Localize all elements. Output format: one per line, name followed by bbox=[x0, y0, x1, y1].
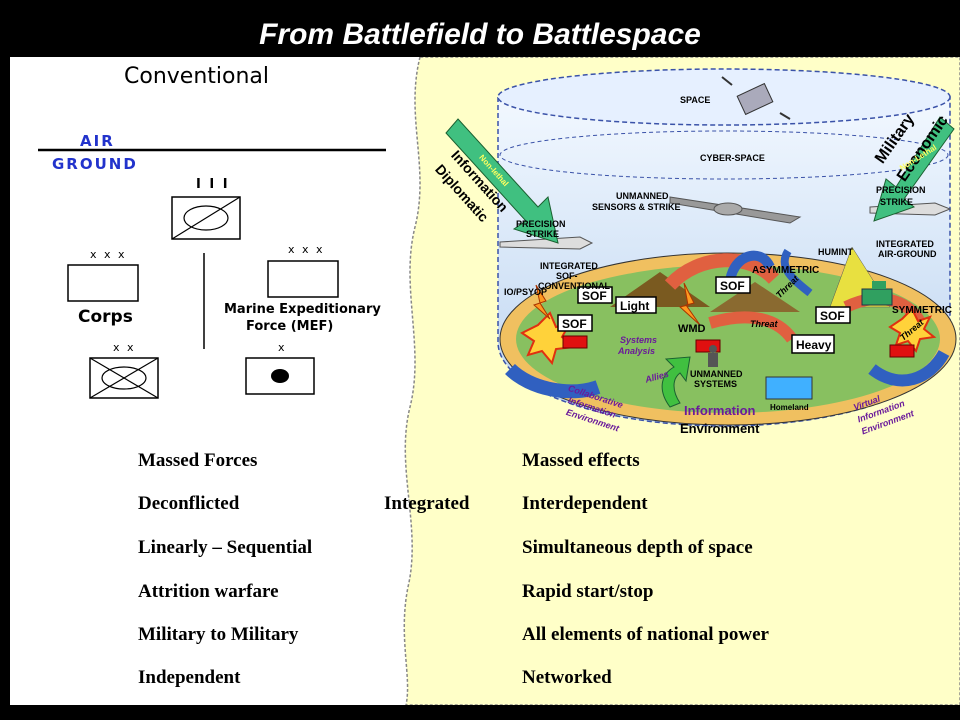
explosion-icon bbox=[520, 311, 577, 366]
cyber-layer bbox=[499, 130, 949, 180]
unmanned-label-2: SENSORS & STRIKE bbox=[592, 202, 681, 212]
sof-label: SOF bbox=[562, 317, 587, 331]
integrated-sof-label-3: CONVENTIONAL bbox=[538, 281, 610, 291]
corps-unit-symbol bbox=[67, 264, 139, 302]
unmanned-systems-label-2: SYSTEMS bbox=[694, 379, 738, 389]
blue-arrow-center bbox=[780, 248, 813, 297]
left-item: Deconflicted bbox=[138, 493, 240, 514]
red-unit bbox=[889, 344, 915, 358]
fire-arrow bbox=[664, 253, 780, 291]
uav-icon bbox=[669, 196, 802, 224]
right-item: Rapid start/stop bbox=[522, 581, 654, 602]
ground-label: GROUND bbox=[52, 155, 138, 173]
sof-box bbox=[557, 314, 593, 332]
homeland-label: Homeland bbox=[770, 403, 809, 412]
left-item: Linearly – Sequential bbox=[138, 537, 313, 558]
left-item: Attrition warfare bbox=[138, 581, 279, 602]
integrated-sof-label-1: INTEGRATED bbox=[540, 261, 598, 271]
tank-icon bbox=[861, 281, 893, 306]
battlespace-cylinder bbox=[445, 68, 957, 427]
mountain bbox=[710, 282, 800, 312]
integrated-sof-label-2: SOF- bbox=[556, 271, 578, 281]
explosion-icon bbox=[888, 307, 937, 354]
sof-box bbox=[577, 286, 613, 304]
sof-label: SOF bbox=[720, 279, 745, 293]
sof-box bbox=[815, 306, 851, 324]
echelon-brigade: x bbox=[278, 341, 287, 354]
space-label: SPACE bbox=[680, 95, 711, 105]
echelon-mef: x x x bbox=[288, 243, 325, 256]
allies-arrow bbox=[661, 356, 691, 408]
mef-label-line2: Force (MEF) bbox=[246, 319, 334, 334]
army-unit-symbol bbox=[171, 196, 241, 240]
left-item: Military to Military bbox=[138, 624, 299, 645]
homeland-box bbox=[765, 376, 813, 400]
left-item: Massed Forces bbox=[138, 450, 258, 471]
systems-label-1: Systems bbox=[620, 335, 658, 345]
division-unit-symbol bbox=[89, 357, 159, 399]
unmanned-label-1: UNMANNED bbox=[616, 191, 669, 201]
blue-arrow-right bbox=[868, 349, 950, 387]
precision-strike-left-2: STRIKE bbox=[526, 229, 560, 239]
middle-label: Integrated bbox=[384, 493, 470, 514]
satellite-icon bbox=[721, 76, 791, 120]
precision-strike-right-2: STRIKE bbox=[880, 197, 914, 207]
information-arrow bbox=[445, 118, 559, 244]
precision-strike-left-1: PRECISION bbox=[516, 219, 566, 229]
blue-arrow-left bbox=[505, 363, 601, 399]
slide-title: From Battlefield to Battlespace bbox=[259, 18, 701, 51]
robot-icon bbox=[708, 345, 718, 367]
right-item: Interdependent bbox=[522, 493, 648, 514]
right-item: Networked bbox=[522, 667, 612, 688]
echelon-top: I I I bbox=[196, 177, 230, 192]
info-env-label-2: Environment bbox=[680, 421, 760, 436]
conventional-heading: Conventional bbox=[124, 64, 269, 89]
right-item: All elements of national power bbox=[522, 624, 769, 645]
mef-unit-symbol bbox=[267, 260, 339, 298]
mef-label-line1: Marine Expeditionary bbox=[224, 302, 381, 317]
sof-label: SOF bbox=[820, 309, 845, 323]
wmd-label: WMD bbox=[678, 323, 706, 335]
light-label: Light bbox=[620, 299, 650, 313]
heavy-box bbox=[791, 334, 835, 354]
red-unit bbox=[562, 335, 588, 349]
military-arrow bbox=[873, 116, 955, 222]
light-box bbox=[615, 296, 657, 314]
jet-icon-left bbox=[499, 236, 594, 250]
asymmetric-label: ASYMMETRIC bbox=[752, 265, 820, 276]
right-item: Simultaneous depth of space bbox=[522, 537, 753, 558]
cyberspace-label: CYBER-SPACE bbox=[700, 153, 765, 163]
unmanned-systems-label-1: UNMANNED bbox=[690, 369, 743, 379]
corps-label: Corps bbox=[78, 307, 133, 327]
integrated-ag-label-2: AIR-GROUND bbox=[878, 249, 937, 259]
lightning-icon bbox=[678, 282, 701, 326]
air-label: AIR bbox=[80, 132, 115, 150]
sof-label: SOF bbox=[582, 289, 607, 303]
sof-box bbox=[715, 276, 751, 294]
content-area: Conventional AIR GROUND bbox=[10, 57, 960, 705]
symmetric-label: SYMMETRIC bbox=[892, 305, 952, 316]
threat-label: Threat bbox=[750, 319, 778, 329]
info-env-label-1: Information bbox=[684, 403, 756, 418]
threat-arrow-center bbox=[708, 311, 797, 343]
systems-label-2: Analysis bbox=[618, 346, 656, 356]
brigade-unit-symbol bbox=[245, 357, 315, 395]
integrated-ag-label-1: INTEGRATED bbox=[876, 239, 934, 249]
space-layer bbox=[497, 68, 951, 126]
echelon-division: x x bbox=[113, 341, 136, 354]
conventional-diagram bbox=[38, 148, 386, 399]
echelon-corps: x x x bbox=[90, 248, 127, 261]
heavy-label: Heavy bbox=[796, 338, 832, 352]
iopsyop-label: IO/PSYOP bbox=[504, 287, 548, 297]
precision-strike-right-1: PRECISION bbox=[876, 185, 926, 195]
left-item: Independent bbox=[138, 667, 241, 688]
lightning-icon bbox=[533, 284, 551, 320]
humint-label: HUMINT bbox=[818, 247, 853, 257]
right-item: Massed effects bbox=[522, 450, 640, 471]
